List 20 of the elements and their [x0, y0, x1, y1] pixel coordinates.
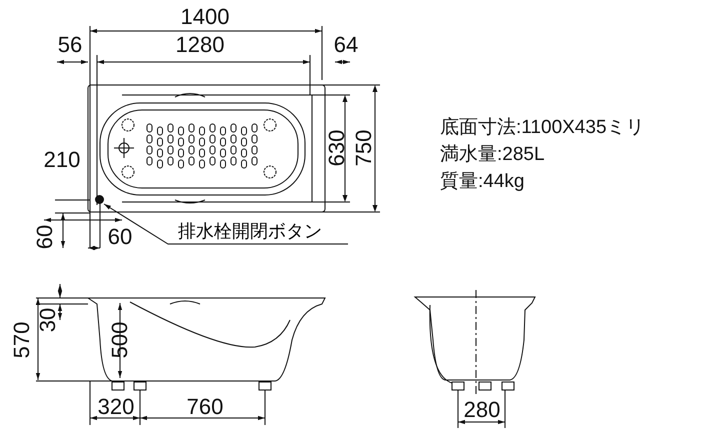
dimension-label: 570	[11, 322, 33, 358]
dimension-label: 30	[37, 308, 59, 332]
dimension-label: 60	[108, 226, 132, 248]
drain-button-icon	[94, 194, 105, 205]
dimension-label: 1280	[176, 34, 224, 56]
leader-line	[104, 204, 348, 244]
dimension-label: 56	[58, 34, 82, 56]
spec-text: 質量:44kg	[440, 172, 524, 191]
dimension-label: 1400	[180, 6, 230, 28]
spec-text: 満水量:285L	[440, 145, 545, 164]
dimension-label: 210	[44, 149, 80, 171]
dimension-label: 630	[326, 130, 348, 166]
dimension-label: 760	[186, 396, 224, 418]
dimension-label: 750	[353, 130, 375, 166]
callout-text: 排水栓開閉ボタン	[178, 222, 322, 240]
dimension-label: 320	[98, 396, 134, 418]
dimension-label: 60	[34, 224, 56, 250]
dimension-label: 280	[464, 399, 500, 421]
dimension-label: 64	[334, 34, 358, 56]
spec-text: 底面寸法:1100X435ミリ	[440, 118, 645, 137]
